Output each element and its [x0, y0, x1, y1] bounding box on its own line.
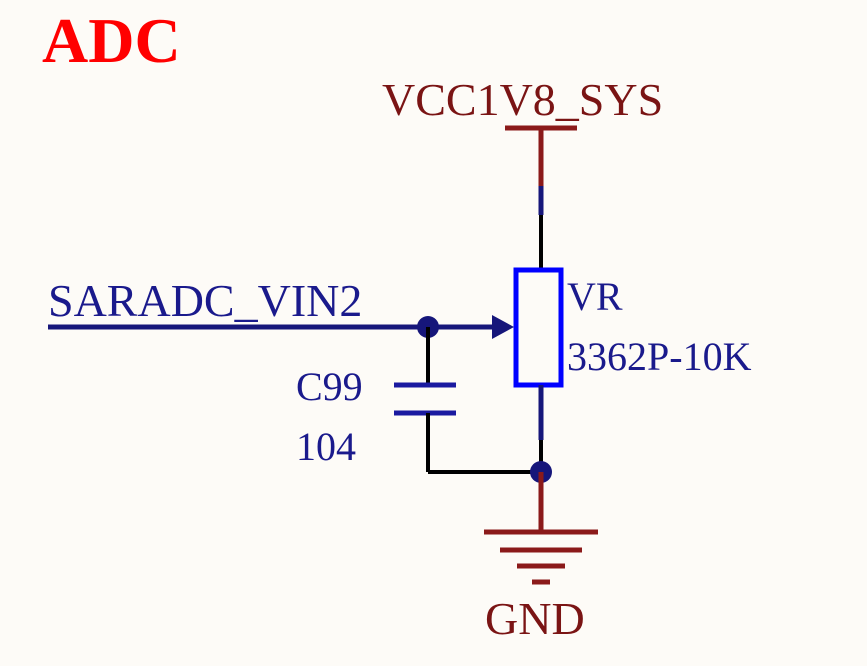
power-net-label: VCC1V8_SYS — [382, 74, 663, 125]
capacitor-designator: C99 — [296, 364, 363, 409]
wiper-arrow — [492, 315, 514, 339]
schematic-title: ADC — [42, 5, 181, 76]
ground-net-label: GND — [485, 593, 585, 644]
input-net-label: SARADC_VIN2 — [48, 275, 362, 326]
potentiometer-body — [513, 267, 564, 388]
potentiometer-designator: VR — [567, 274, 623, 319]
capacitor-value: 104 — [296, 424, 356, 469]
potentiometer-value: 3362P-10K — [567, 334, 752, 379]
